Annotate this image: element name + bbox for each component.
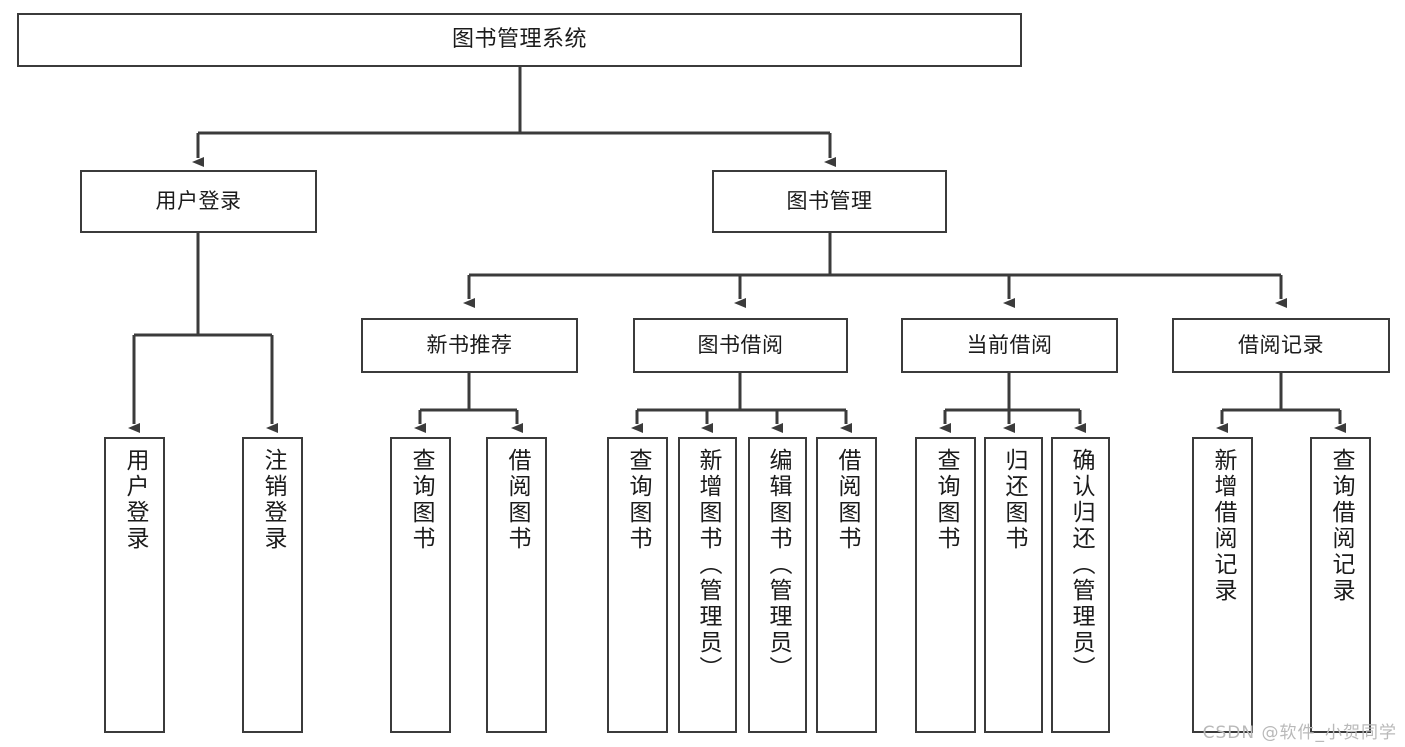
node-label: 借阅图书 (834, 448, 860, 552)
node-new-book-recommend[interactable]: 新书推荐 (361, 318, 578, 373)
node-book-borrow[interactable]: 图书借阅 (633, 318, 848, 373)
node-root-system[interactable]: 图书管理系统 (17, 13, 1022, 67)
node-label: 用户登录 (122, 448, 148, 552)
node-label: 注销登录 (260, 448, 286, 552)
node-label: 新增借阅记录 (1210, 448, 1236, 604)
node-label: 确认归还（管理员） (1068, 448, 1094, 682)
node-label: 借阅图书 (504, 448, 530, 552)
leaf-return-book[interactable]: 归还图书 (984, 437, 1043, 733)
leaf-edit-book[interactable]: 编辑图书（管理员） (748, 437, 807, 733)
leaf-borrow-book-recommend[interactable]: 借阅图书 (486, 437, 547, 733)
node-borrow-record[interactable]: 借阅记录 (1172, 318, 1390, 373)
leaf-confirm-return[interactable]: 确认归还（管理员） (1051, 437, 1110, 733)
node-label: 新增图书（管理员） (695, 448, 721, 682)
leaf-borrow-book[interactable]: 借阅图书 (816, 437, 877, 733)
leaf-user-login[interactable]: 用户登录 (104, 437, 165, 733)
node-label: 用户登录 (155, 189, 242, 214)
node-label: 编辑图书（管理员） (765, 448, 791, 682)
leaf-query-book-current[interactable]: 查询图书 (915, 437, 976, 733)
node-label: 查询图书 (933, 448, 959, 552)
leaf-query-book-borrow[interactable]: 查询图书 (607, 437, 668, 733)
leaf-query-book-recommend[interactable]: 查询图书 (390, 437, 451, 733)
node-user-login[interactable]: 用户登录 (80, 170, 317, 233)
csdn-watermark: CSDN @软件_小贺同学 (1202, 723, 1397, 743)
node-label: 查询借阅记录 (1328, 448, 1354, 604)
leaf-query-borrow-record[interactable]: 查询借阅记录 (1310, 437, 1371, 733)
leaf-logout-login[interactable]: 注销登录 (242, 437, 303, 733)
node-label: 查询图书 (408, 448, 434, 552)
leaf-add-book[interactable]: 新增图书（管理员） (678, 437, 737, 733)
node-book-manage[interactable]: 图书管理 (712, 170, 947, 233)
node-label: 图书管理 (786, 189, 873, 214)
node-current-borrow[interactable]: 当前借阅 (901, 318, 1118, 373)
node-label: 新书推荐 (426, 333, 513, 358)
node-label: 查询图书 (625, 448, 651, 552)
node-label: 借阅记录 (1238, 333, 1324, 358)
leaf-add-borrow-record[interactable]: 新增借阅记录 (1192, 437, 1253, 733)
node-label: 归还图书 (1001, 448, 1027, 552)
node-label: 图书管理系统 (451, 27, 587, 53)
node-label: 图书借阅 (697, 333, 784, 358)
node-label: 当前借阅 (966, 333, 1053, 358)
